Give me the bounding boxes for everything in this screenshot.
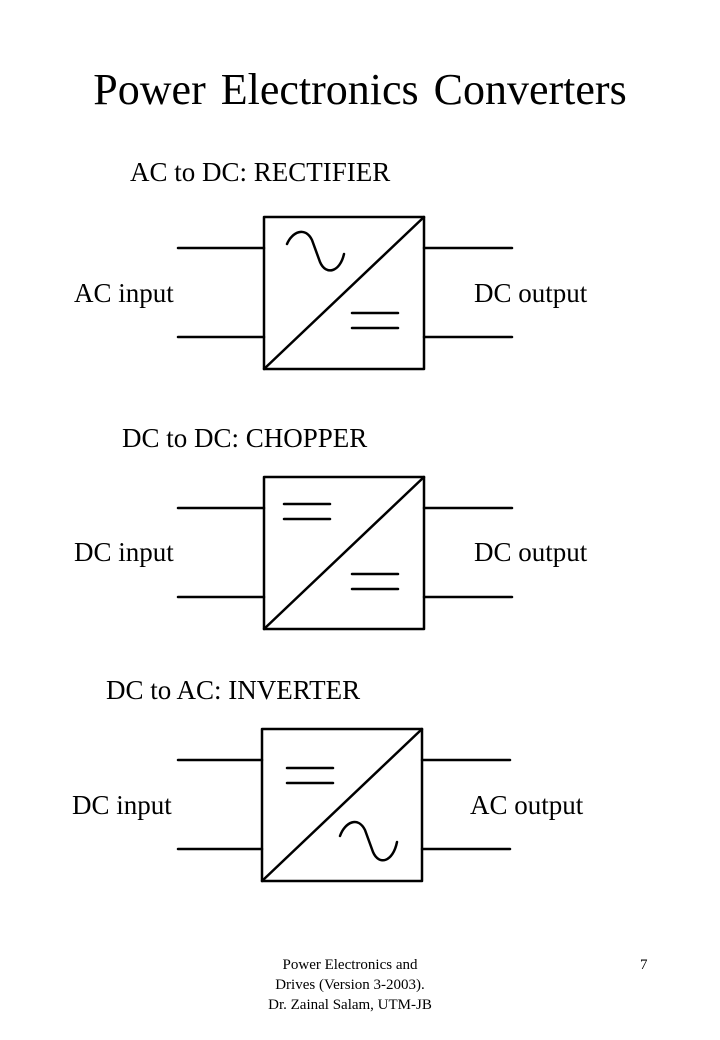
rectifier-block: [176, 215, 514, 371]
chopper-heading: DC to DC: CHOPPER: [122, 423, 368, 453]
chopper-output-label: DC output: [474, 537, 588, 567]
footer-line-3: Dr. Zainal Salam, UTM-JB: [268, 997, 432, 1013]
footer-citation: Power Electronics and Drives (Version 3-…: [250, 955, 450, 1015]
inverter-output-label: AC output: [470, 790, 584, 820]
chopper-input-label: DC input: [74, 537, 174, 567]
inverter-input-label: DC input: [72, 790, 172, 820]
footer-line-1: Power Electronics and: [282, 957, 418, 973]
page-number: 7: [640, 957, 648, 973]
inverter-box: [260, 727, 424, 883]
chopper-diagonal: [262, 475, 426, 631]
inverter-block: [176, 727, 512, 883]
rectifier-output-label: DC output: [474, 278, 588, 308]
rectifier-heading: AC to DC: RECTIFIER: [130, 157, 391, 187]
page-title: Power Electronics Converters: [93, 65, 627, 114]
inverter-heading: DC to AC: INVERTER: [106, 675, 361, 705]
rectifier-input-label: AC input: [74, 278, 174, 308]
rectifier-diagonal: [262, 215, 426, 371]
inverter-diagonal: [260, 727, 424, 883]
rectifier-box: [262, 215, 426, 371]
chopper-block: [176, 475, 514, 631]
footer-line-2: Drives (Version 3-2003).: [275, 977, 425, 993]
ac-sine-icon: [285, 230, 346, 272]
chopper-box: [262, 475, 426, 631]
ac-sine-icon: [338, 820, 399, 862]
